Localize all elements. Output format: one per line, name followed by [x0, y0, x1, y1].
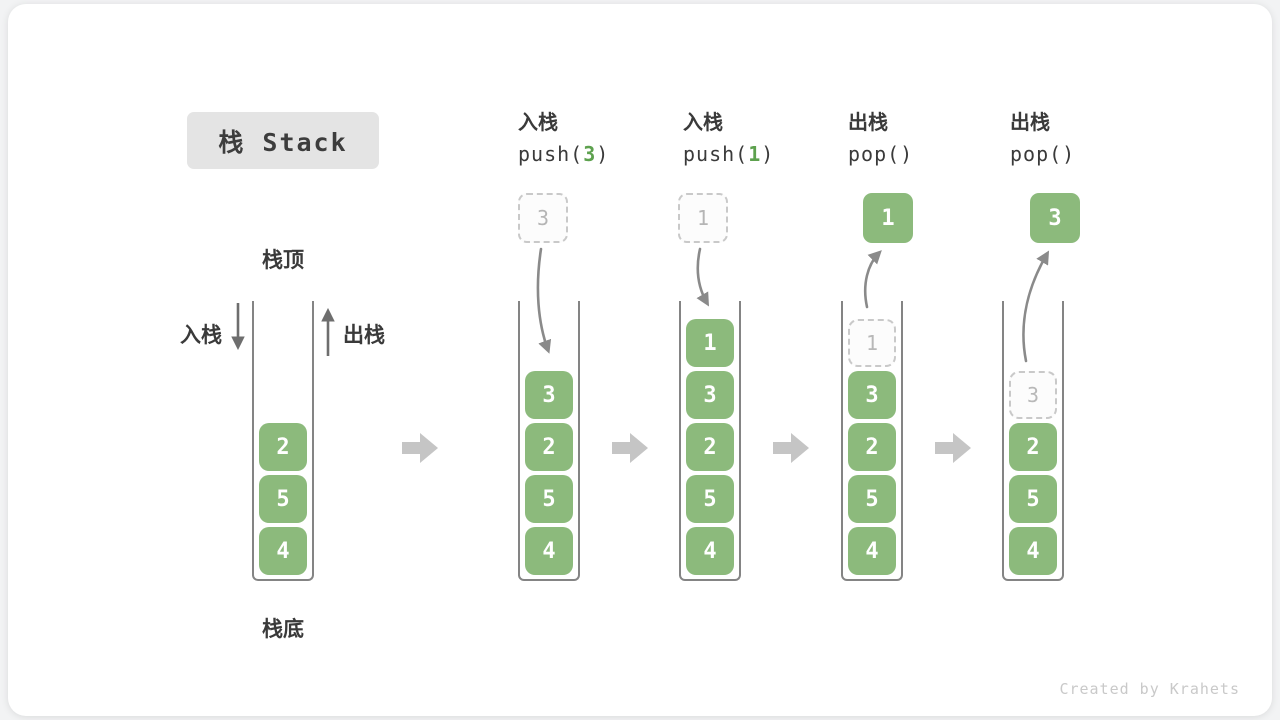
ghost-block: 3 — [1009, 371, 1057, 419]
stack-block: 2 — [848, 423, 896, 471]
op-name-label: 出栈 — [848, 110, 888, 134]
page-title: 栈 Stack — [218, 127, 348, 157]
block-value: 2 — [542, 434, 556, 460]
stack-block: 3 — [848, 371, 896, 419]
stack-block: 2 — [1009, 423, 1057, 471]
code-prefix: pop( — [848, 142, 901, 166]
stack-block: 4 — [259, 527, 307, 575]
stack-block: 5 — [525, 475, 573, 523]
floating-popped-box: 3 — [1030, 193, 1080, 243]
op-header-pop-2: 出栈 pop() — [1010, 106, 1075, 166]
op-name-label: 出栈 — [1010, 110, 1050, 134]
op-name-label: 入栈 — [518, 110, 558, 134]
op-code-label: pop() — [1010, 142, 1075, 166]
op-name-label: 入栈 — [683, 110, 723, 134]
stack-block: 2 — [259, 423, 307, 471]
stack-block: 1 — [686, 319, 734, 367]
block-value: 5 — [542, 486, 556, 512]
stack-container-5: 3 2 5 4 — [1002, 301, 1064, 581]
stack-container-1: 2 5 4 — [252, 301, 314, 581]
stack-container-2: 3 2 5 4 — [518, 301, 580, 581]
pop-side-label: 出栈 — [343, 323, 385, 347]
block-value: 5 — [276, 486, 290, 512]
stack-block: 3 — [686, 371, 734, 419]
op-header-push-3: 入栈 push(3) — [518, 106, 609, 166]
block-value: 3 — [865, 382, 879, 408]
stack-block: 5 — [686, 475, 734, 523]
op-code-label: pop() — [848, 142, 913, 166]
block-value: 2 — [865, 434, 879, 460]
block-value: 2 — [1026, 434, 1040, 460]
diagram-card — [8, 4, 1272, 716]
code-arg: 3 — [583, 142, 597, 166]
block-value: 2 — [703, 434, 717, 460]
block-value: 4 — [1026, 538, 1040, 564]
stack-bottom-label: 栈底 — [262, 617, 304, 641]
stack-block: 3 — [525, 371, 573, 419]
stack-container-4: 1 3 2 5 4 — [841, 301, 903, 581]
stack-container-3: 1 3 2 5 4 — [679, 301, 741, 581]
code-prefix: pop( — [1010, 142, 1063, 166]
code-arg: 1 — [748, 142, 762, 166]
block-value: 1 — [865, 331, 879, 355]
stack-block: 4 — [525, 527, 573, 575]
stack-block: 5 — [848, 475, 896, 523]
ghost-block: 1 — [848, 319, 896, 367]
block-value: 4 — [276, 538, 290, 564]
code-suffix: ) — [1062, 142, 1076, 166]
stack-block: 4 — [686, 527, 734, 575]
op-code-label: push(1) — [683, 142, 774, 166]
code-prefix: push( — [683, 142, 749, 166]
stack-top-label: 栈顶 — [262, 248, 304, 272]
op-header-pop-1: 出栈 pop() — [848, 106, 913, 166]
code-suffix: ) — [596, 142, 610, 166]
block-value: 5 — [703, 486, 717, 512]
block-value: 3 — [703, 382, 717, 408]
block-value: 5 — [865, 486, 879, 512]
block-value: 4 — [703, 538, 717, 564]
block-value: 5 — [1026, 486, 1040, 512]
floating-value: 1 — [881, 205, 895, 231]
block-value: 3 — [542, 382, 556, 408]
stack-block: 2 — [525, 423, 573, 471]
floating-popped-box: 1 — [863, 193, 913, 243]
block-value: 4 — [542, 538, 556, 564]
code-prefix: push( — [518, 142, 584, 166]
code-suffix: ) — [761, 142, 775, 166]
block-value: 4 — [865, 538, 879, 564]
stack-block: 2 — [686, 423, 734, 471]
watermark: Created by Krahets — [1059, 680, 1240, 698]
title-badge: 栈 Stack — [187, 112, 379, 169]
stack-block: 5 — [259, 475, 307, 523]
floating-value: 3 — [1048, 205, 1062, 231]
stack-block: 4 — [1009, 527, 1057, 575]
floating-push-ghost-box: 1 — [678, 193, 728, 243]
stack-block: 5 — [1009, 475, 1057, 523]
stack-block: 4 — [848, 527, 896, 575]
block-value: 1 — [703, 330, 717, 356]
op-code-label: push(3) — [518, 142, 609, 166]
floating-value: 3 — [536, 206, 550, 230]
floating-push-ghost-box: 3 — [518, 193, 568, 243]
block-value: 3 — [1026, 383, 1040, 407]
block-value: 2 — [276, 434, 290, 460]
code-suffix: ) — [900, 142, 914, 166]
op-header-push-1: 入栈 push(1) — [683, 106, 774, 166]
floating-value: 1 — [696, 206, 710, 230]
push-side-label: 入栈 — [180, 323, 222, 347]
